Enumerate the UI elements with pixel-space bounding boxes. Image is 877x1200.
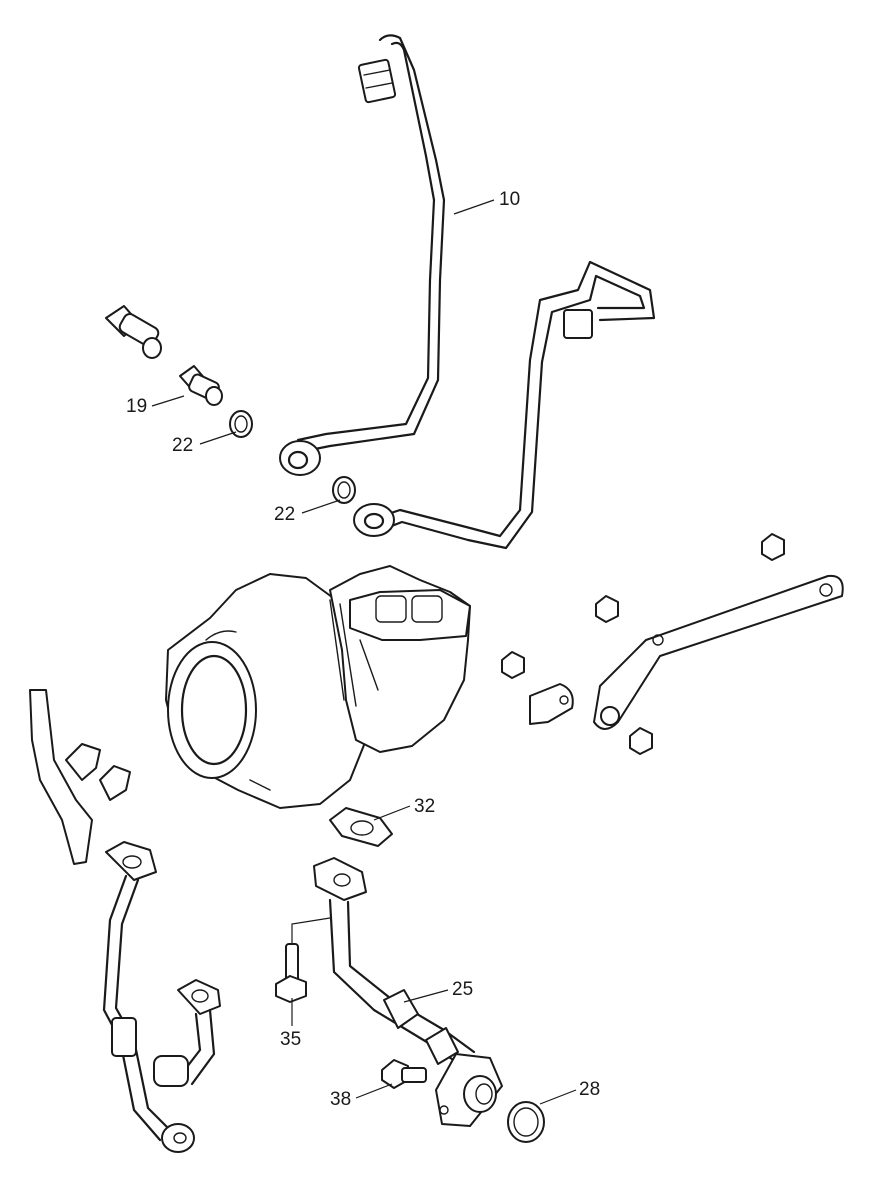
clamp (529, 683, 574, 725)
bolt-35 (275, 943, 307, 1003)
leader-bolt-guide (291, 917, 331, 944)
banjo-bolt-19 (105, 305, 223, 406)
turbocharger (165, 565, 471, 809)
callout-38: 38 (330, 1089, 352, 1110)
oil-feed-pipe-10 (279, 34, 446, 476)
leader-32 (373, 805, 411, 821)
oil-pipe-upper-right (353, 260, 656, 550)
bolt-38 (381, 1059, 427, 1089)
leader-19 (151, 395, 185, 407)
callout-32: 32 (414, 796, 436, 817)
hex-nut (501, 533, 785, 755)
callout-10: 10 (499, 189, 521, 210)
leader-22b (301, 499, 341, 514)
gasket-32 (329, 807, 393, 847)
callout-25: 25 (452, 979, 474, 1000)
o-ring-28 (507, 1101, 545, 1143)
callout-22-upper: 22 (172, 435, 194, 456)
oil-return-pipe-25 (313, 857, 503, 1127)
callout-28: 28 (579, 1079, 601, 1100)
leader-lines (151, 199, 577, 1105)
leader-10 (453, 199, 495, 215)
oil-return-pipe-left (29, 689, 221, 1153)
leader-28 (539, 1089, 577, 1105)
callout-35: 35 (280, 1029, 302, 1050)
callout-19: 19 (126, 396, 148, 417)
leader-25 (403, 989, 449, 1003)
sealing-ring-22 (229, 410, 356, 504)
callout-22-lower: 22 (274, 504, 296, 525)
leader-38 (355, 1083, 393, 1099)
leader-22a (199, 431, 237, 445)
support-bracket (593, 574, 844, 730)
